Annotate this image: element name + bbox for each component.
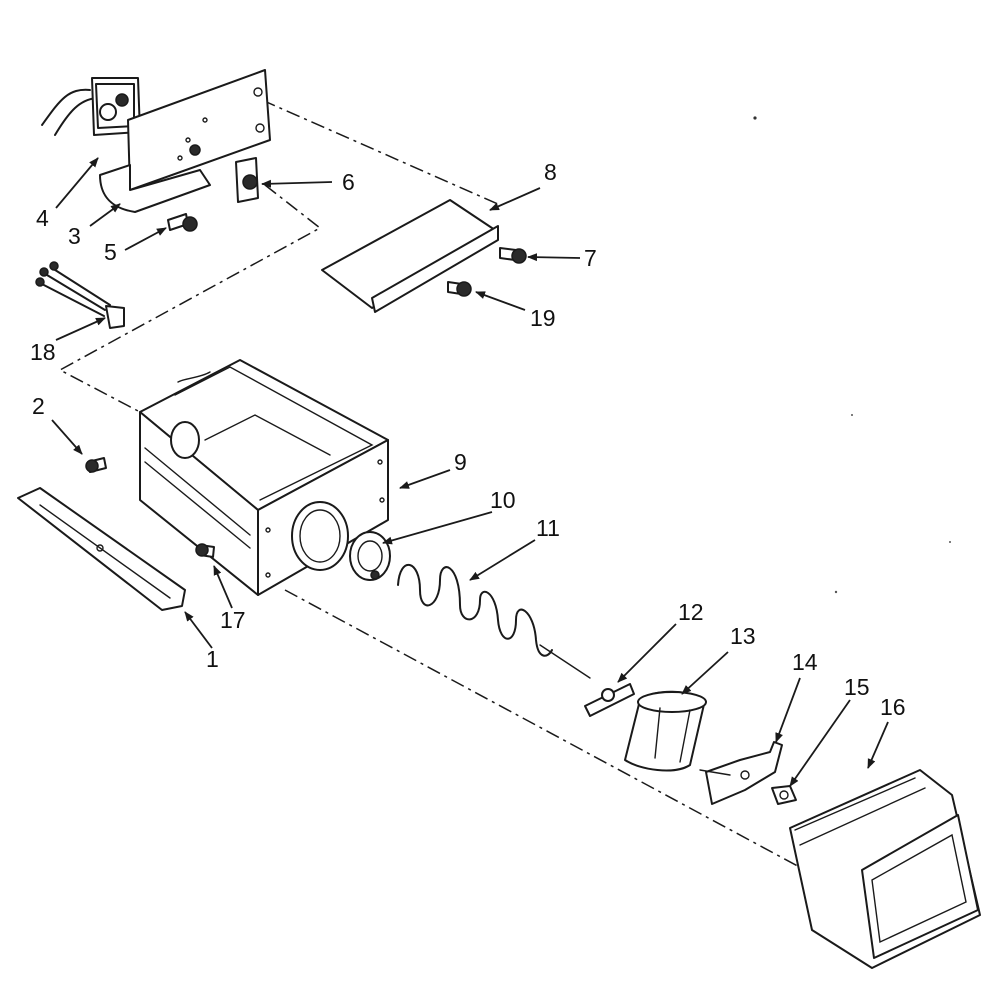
callout-labels: 1 2 3 4 5 6 7 8 9 10 11 12 13 14 15 16 1… xyxy=(30,159,906,720)
part-9-housing xyxy=(139,359,389,596)
part-4-motor xyxy=(41,77,141,136)
callout-18: 18 xyxy=(30,339,56,365)
part-11-auger-spring xyxy=(397,563,591,679)
callout-14: 14 xyxy=(792,649,818,675)
part-10-bushing xyxy=(349,531,391,581)
leader-arrows xyxy=(51,157,889,787)
callout-8: 8 xyxy=(544,159,557,185)
print-specks xyxy=(753,116,951,594)
callout-2: 2 xyxy=(32,393,45,419)
callout-4: 4 xyxy=(36,205,49,231)
part-17-screw xyxy=(195,543,215,558)
callout-10: 10 xyxy=(490,487,516,513)
callout-19: 19 xyxy=(530,305,556,331)
part-3-bracket xyxy=(99,69,271,213)
part-13-cylinder xyxy=(624,690,707,772)
part-16-front-cover xyxy=(789,769,981,969)
part-2-screw xyxy=(85,457,107,473)
callout-5: 5 xyxy=(104,239,117,265)
part-12-clip xyxy=(584,683,635,717)
part-1-rail xyxy=(17,487,186,611)
part-18-wire-harness xyxy=(35,261,125,329)
callout-3: 3 xyxy=(68,223,81,249)
callout-13: 13 xyxy=(730,623,756,649)
callout-12: 12 xyxy=(678,599,704,625)
part-14-bracket xyxy=(699,741,783,805)
callout-1: 1 xyxy=(206,646,219,672)
callout-17: 17 xyxy=(220,607,246,633)
part-15-nut xyxy=(771,785,797,805)
part-6-clip xyxy=(235,157,259,203)
callout-16: 16 xyxy=(880,694,906,720)
callout-6: 6 xyxy=(342,169,355,195)
part-7-screw xyxy=(499,247,527,264)
callout-15: 15 xyxy=(844,674,870,700)
part-19-screw xyxy=(447,281,472,297)
callout-11: 11 xyxy=(536,515,560,541)
callout-7: 7 xyxy=(584,245,597,271)
callout-9: 9 xyxy=(454,449,467,475)
part-5-screw xyxy=(167,213,198,232)
part-8-cover xyxy=(321,199,499,313)
